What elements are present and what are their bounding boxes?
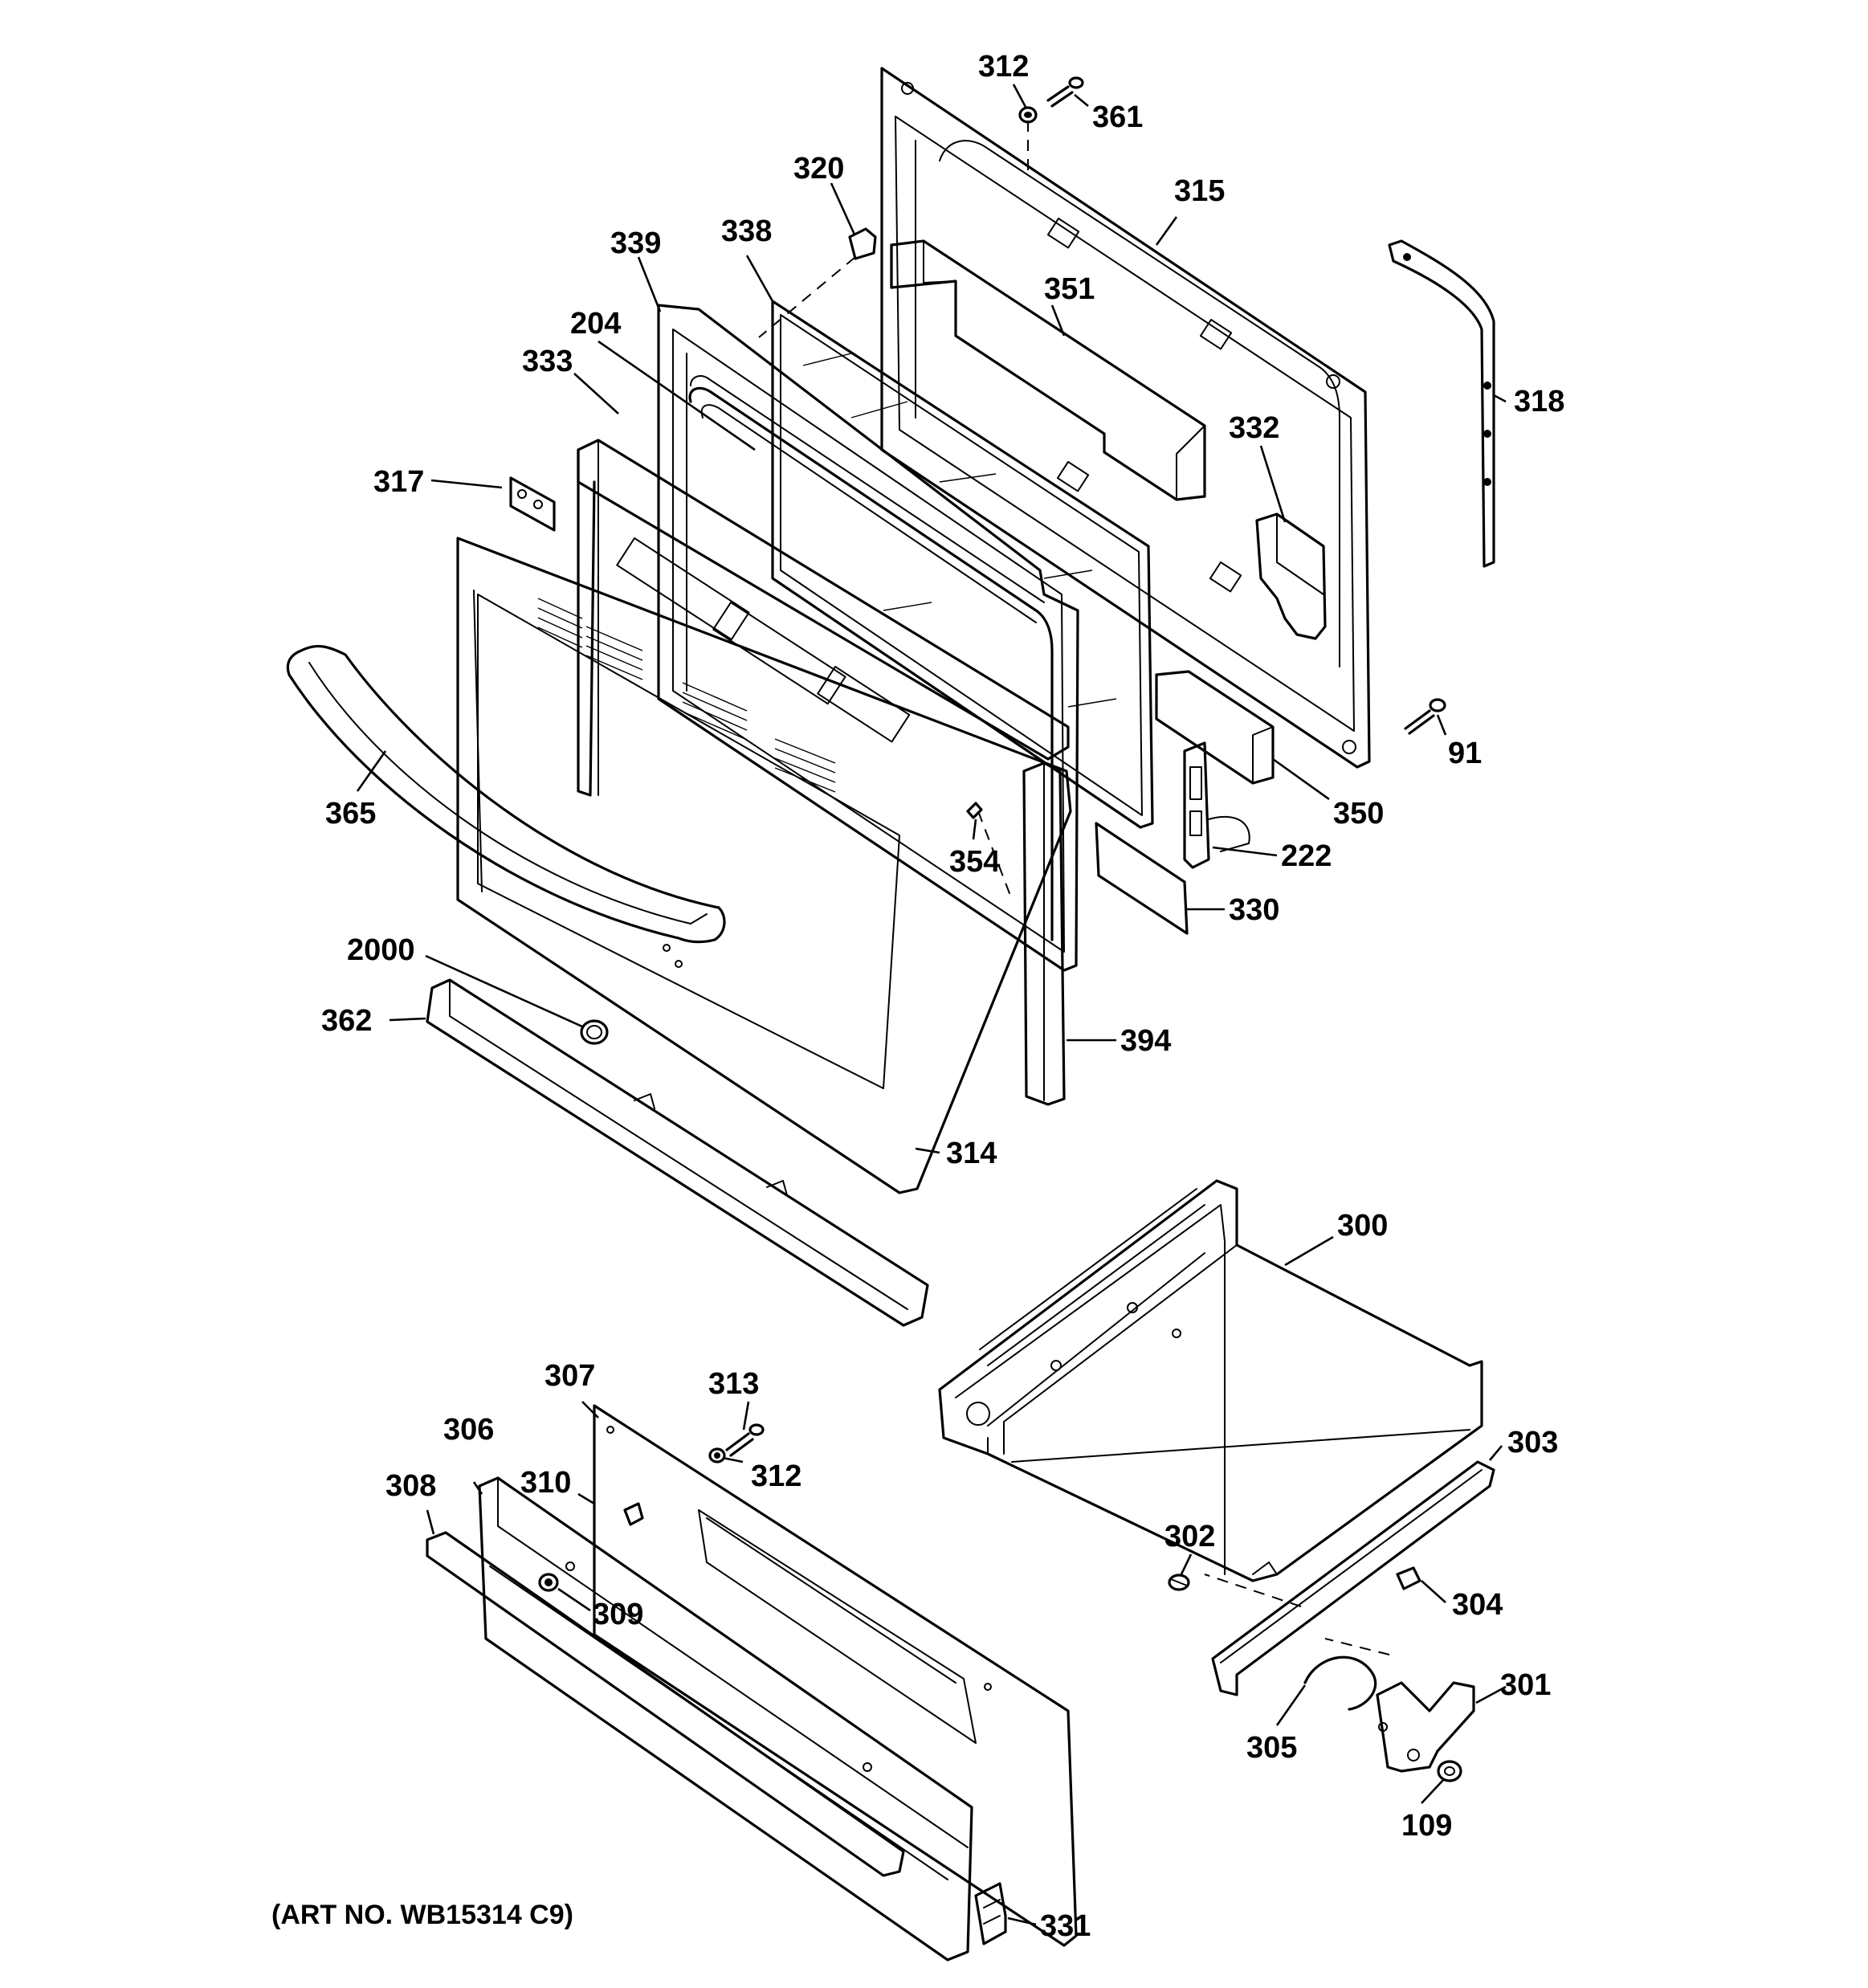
callout-109: 109 <box>1401 1809 1452 1843</box>
screw-91 <box>1404 698 1446 735</box>
callout-305: 305 <box>1246 1731 1297 1765</box>
callout-314: 314 <box>946 1137 997 1170</box>
callout-303: 303 <box>1507 1426 1558 1459</box>
trim-strip-330 <box>1095 822 1189 935</box>
insulation-351 <box>890 239 1206 501</box>
callout-361: 361 <box>1092 100 1143 134</box>
callout-330: 330 <box>1229 893 1279 927</box>
washer-312-lower <box>708 1447 726 1463</box>
callout-312-lower: 312 <box>751 1459 801 1493</box>
callout-307: 307 <box>544 1359 595 1393</box>
bracket-317 <box>509 476 556 532</box>
callout-304: 304 <box>1452 1588 1503 1622</box>
glass-338 <box>771 300 1154 829</box>
callout-2000: 2000 <box>347 933 415 967</box>
callout-338: 338 <box>721 214 772 248</box>
callout-300: 300 <box>1337 1209 1388 1243</box>
callout-394: 394 <box>1120 1024 1171 1058</box>
bumper-309 <box>538 1573 559 1592</box>
callout-315: 315 <box>1174 174 1225 208</box>
callout-204: 204 <box>570 307 621 341</box>
stud-302 <box>1168 1574 1190 1591</box>
art-number: (ART NO. WB15314 C9) <box>271 1900 573 1930</box>
door-handle-365 <box>286 644 726 944</box>
inner-door-liner-315 <box>880 67 1371 769</box>
drawer-inner-panel-307 <box>593 1404 1078 1947</box>
hinge-222 <box>1183 741 1250 869</box>
callout-365: 365 <box>325 797 376 831</box>
side-gasket-318 <box>1388 239 1495 568</box>
callout-310: 310 <box>520 1466 571 1500</box>
callout-312-top: 312 <box>978 50 1029 84</box>
screw-354 <box>966 802 983 819</box>
callout-labels: 312 361 320 315 339 338 351 204 333 318 … <box>321 50 1564 1943</box>
callout-317: 317 <box>373 465 424 499</box>
spring-clip-305 <box>1303 1655 1377 1711</box>
drawer-front-306 <box>478 1476 973 1961</box>
nut-109 <box>1437 1760 1462 1782</box>
callout-320: 320 <box>793 152 844 186</box>
callout-332: 332 <box>1229 411 1279 445</box>
badge-2000 <box>580 1019 609 1045</box>
side-trim-394 <box>1022 761 1066 1106</box>
callout-309: 309 <box>593 1598 643 1631</box>
callout-333: 333 <box>522 345 573 378</box>
callout-302: 302 <box>1164 1520 1215 1553</box>
bracket-331 <box>974 1882 1007 1945</box>
outer-door-panel-314 <box>456 537 1072 1194</box>
callout-318: 318 <box>1514 385 1564 418</box>
callout-362: 362 <box>321 1004 372 1038</box>
callout-350: 350 <box>1333 797 1384 831</box>
assembly-dashed-lines <box>758 120 1390 1655</box>
door-frame-339 <box>657 304 1079 972</box>
callout-351: 351 <box>1044 272 1095 306</box>
insulation-block-332 <box>1255 512 1327 640</box>
insulation-350 <box>1155 670 1275 785</box>
drawer-trim-308 <box>426 1531 905 1877</box>
drawer-bracket-301 <box>1376 1681 1475 1773</box>
washer-312-top <box>1018 106 1038 124</box>
leader-lines <box>356 84 1507 1926</box>
callout-222: 222 <box>1281 839 1332 873</box>
callout-313: 313 <box>708 1367 759 1401</box>
screw-313 <box>725 1423 765 1457</box>
callout-354: 354 <box>949 845 1000 879</box>
screw-361 <box>1046 76 1084 108</box>
callout-306: 306 <box>443 1413 494 1447</box>
callout-91: 91 <box>1448 737 1482 770</box>
callout-308: 308 <box>385 1469 436 1503</box>
clip-310 <box>623 1502 644 1526</box>
drawer-rail-303 <box>1211 1460 1495 1696</box>
bottom-trim-362 <box>426 978 929 1327</box>
clip-320 <box>848 227 877 260</box>
drawer-body-300 <box>938 1179 1483 1582</box>
callout-331: 331 <box>1040 1909 1091 1943</box>
callout-339: 339 <box>610 227 661 260</box>
callout-301: 301 <box>1500 1668 1551 1702</box>
roller-304 <box>1396 1566 1421 1590</box>
